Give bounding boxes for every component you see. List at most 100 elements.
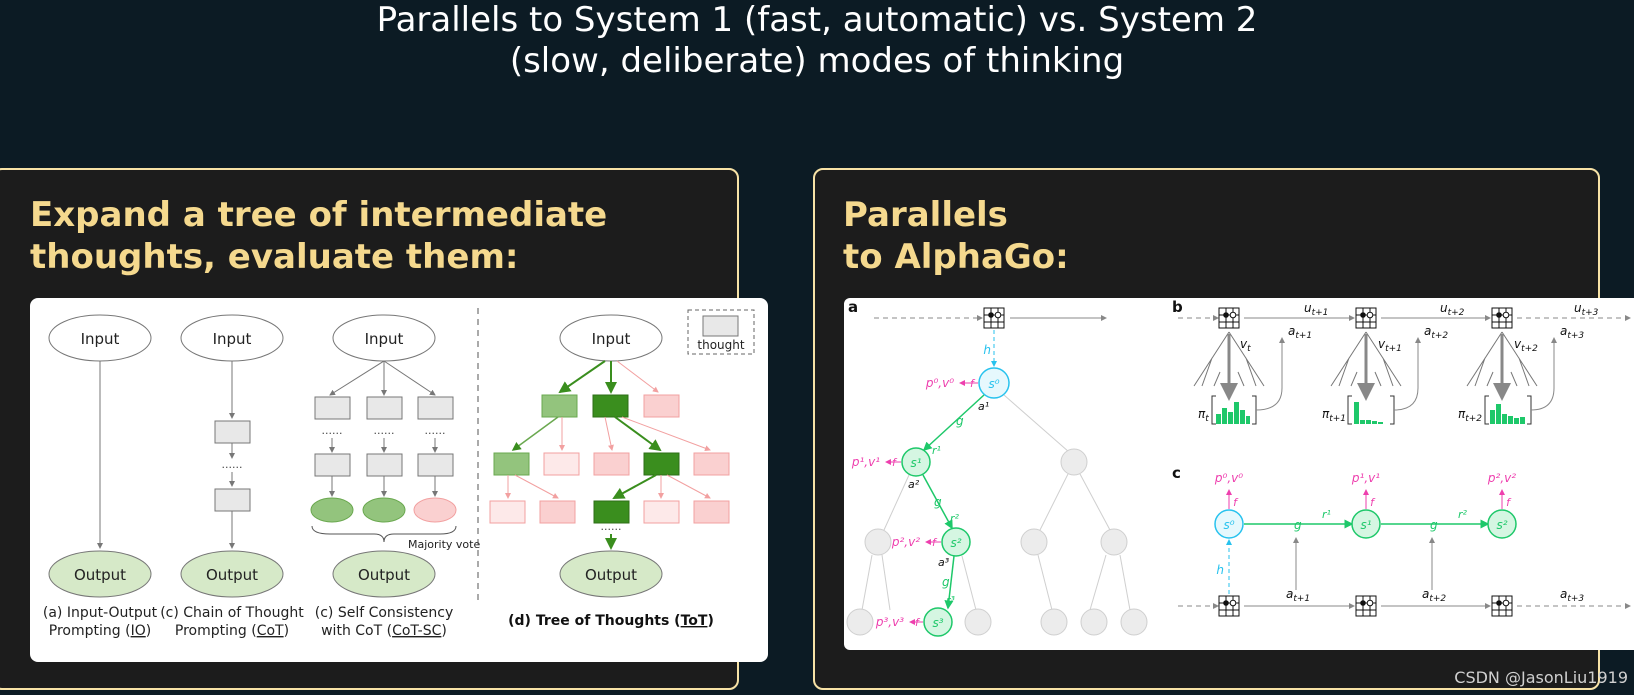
sc-dots-3: ...... <box>425 424 446 437</box>
v-t1-label: vt+1 <box>1378 337 1402 354</box>
alphago-panel-a: a h s⁰ f p⁰,v⁰ a¹ g s¹ r¹ f p¹,v¹ a² g <box>846 298 1148 637</box>
alphago-heading-line1: Parallels <box>843 195 1008 235</box>
tot-dots: ...... <box>601 520 622 533</box>
v-t-label: vt <box>1240 337 1251 354</box>
a-t1-label: at+1 <box>1288 324 1312 341</box>
h-label-c: h <box>1216 563 1224 577</box>
g-label-a2: g <box>934 495 942 509</box>
pv1-label-c: p¹,v¹ <box>1351 471 1380 485</box>
s1-node-a: s¹ <box>910 456 921 470</box>
alphago-diagram: a h s⁰ f p⁰,v⁰ a¹ g s¹ r¹ f p¹,v¹ a² g <box>846 298 1631 637</box>
cot-dots: ...... <box>222 458 243 471</box>
h-label-a: h <box>983 343 991 357</box>
s2-node-c: s² <box>1496 518 1507 532</box>
sc-input-label: Input <box>365 330 404 348</box>
r2-label-c: r² <box>1458 508 1468 521</box>
a3-label: a³ <box>938 556 950 569</box>
f-label-a3: f <box>915 616 921 629</box>
s0-node-c: s⁰ <box>1223 518 1234 532</box>
tot-diagram: Input Output (a) Input-Output Prompting … <box>43 308 755 639</box>
pi-t2-label: πt+2 <box>1458 407 1482 424</box>
r1-label-c: r¹ <box>1322 508 1331 521</box>
board-root <box>983 307 1005 329</box>
s1-node-c: s¹ <box>1360 518 1371 532</box>
cot-output-label: Output <box>206 566 258 584</box>
slide-title-line1: Parallels to System 1 (fast, automatic) … <box>376 0 1258 40</box>
u-t2-label: ut+2 <box>1440 301 1465 318</box>
slide-title: Parallels to System 1 (fast, automatic) … <box>0 0 1634 82</box>
tot-column: Input <box>489 314 730 629</box>
label-b: b <box>1172 298 1183 316</box>
g-label-c1: g <box>1294 518 1302 532</box>
sc-dots-1: ...... <box>322 424 343 437</box>
slide-title-line2: (slow, deliberate) modes of thinking <box>509 41 1125 81</box>
sc-dots-2: ...... <box>374 424 395 437</box>
g-label-c2: g <box>1430 518 1438 532</box>
label-a: a <box>848 298 858 316</box>
a1-label: a¹ <box>978 400 989 413</box>
tot-output-label: Output <box>585 566 637 584</box>
tot-caption: (d) Tree of Thoughts (ToT) <box>508 613 714 629</box>
s2-node-a: s² <box>950 536 961 550</box>
io-column: Input Output (a) Input-Output Prompting … <box>43 314 158 639</box>
io-caption-line1: (a) Input-Output <box>43 605 158 621</box>
f-label-a1: f <box>892 456 898 469</box>
r2-label-a: r² <box>950 512 960 525</box>
cot-sc-column: Input ...... ...... ...... Majority vote <box>310 314 480 639</box>
io-caption-line2: Prompting (IO) <box>49 623 151 639</box>
io-input-label: Input <box>81 330 120 348</box>
alphago-panel-c: c at+1 at+2 at+3 h s⁰ g r¹ s¹ g r² <box>1172 464 1631 617</box>
cot-column: Input ...... Output (c) Chain of Thought… <box>160 314 304 639</box>
cot-input-label: Input <box>213 330 252 348</box>
sc-caption-line1: (c) Self Consistency <box>315 605 454 621</box>
heading-line2: thoughts, evaluate them: <box>30 237 519 277</box>
a-t3-label: at+3 <box>1560 324 1584 341</box>
tot-figure: Input Output (a) Input-Output Prompting … <box>30 298 768 662</box>
pv1-label-a: p¹,v¹ <box>851 455 880 469</box>
a-t2-label-c: at+2 <box>1422 587 1446 604</box>
watermark: CSDN @JasonLiu1919 <box>1454 668 1628 687</box>
f-label-c1: f <box>1370 496 1376 509</box>
cot-caption-line2: Prompting (CoT) <box>175 623 289 639</box>
alphago-heading: Parallels to AlphaGo: <box>843 194 1069 278</box>
r3-label-a: r³ <box>946 594 956 607</box>
majority-vote-label: Majority vote <box>408 538 480 551</box>
v-t2-label: vt+2 <box>1514 337 1538 354</box>
s3-node-a: s³ <box>932 616 943 630</box>
sc-caption-line2: with CoT (CoT-SC) <box>321 623 447 639</box>
u-t1-label: ut+1 <box>1304 301 1328 318</box>
f-label-a0: f <box>970 377 976 390</box>
sc-output-label: Output <box>358 566 410 584</box>
u-t3-label: ut+3 <box>1574 301 1599 318</box>
io-output-label: Output <box>74 566 126 584</box>
g-label-a1: g <box>956 414 964 428</box>
f-label-a2: f <box>932 536 938 549</box>
alphago-heading-line2: to AlphaGo: <box>843 237 1069 277</box>
alphago-figure: a h s⁰ f p⁰,v⁰ a¹ g s¹ r¹ f p¹,v¹ a² g <box>844 298 1634 650</box>
policy-histograms: πt πt+1 πt+2 <box>1198 395 1532 425</box>
pv3-label-a: p³,v³ <box>875 615 904 629</box>
pv2-label-c: p²,v² <box>1487 471 1516 485</box>
a-t3-label-c: at+3 <box>1560 587 1584 604</box>
r1-label-a: r¹ <box>932 444 941 457</box>
heading-line1: Expand a tree of intermediate <box>30 195 608 235</box>
f-label-c2: f <box>1506 496 1512 509</box>
alphago-panel-b: b ut+1 ut+2 ut+3 at+1 at+2 at+3 <box>1172 298 1631 425</box>
pv2-label-a: p²,v² <box>891 535 920 549</box>
pi-t1-label: πt+1 <box>1322 407 1346 424</box>
a-t1-label-c: at+1 <box>1286 587 1310 604</box>
a-t2-label: at+2 <box>1424 324 1448 341</box>
s0-node-a: s⁰ <box>988 377 999 391</box>
a2-label: a² <box>908 478 920 491</box>
label-c: c <box>1172 464 1181 482</box>
thought-legend: thought <box>687 309 755 355</box>
legend-thought-label: thought <box>697 338 744 352</box>
pv0-label-a: p⁰,v⁰ <box>925 376 954 390</box>
tree-of-thoughts-heading: Expand a tree of intermediate thoughts, … <box>30 194 607 278</box>
pi-t-label: πt <box>1198 407 1209 424</box>
pv0-label-c: p⁰,v⁰ <box>1214 471 1243 485</box>
f-label-c0: f <box>1233 496 1239 509</box>
g-label-a3: g <box>942 575 950 589</box>
cot-caption-line1: (c) Chain of Thought <box>160 605 304 621</box>
tot-input-label: Input <box>592 330 631 348</box>
